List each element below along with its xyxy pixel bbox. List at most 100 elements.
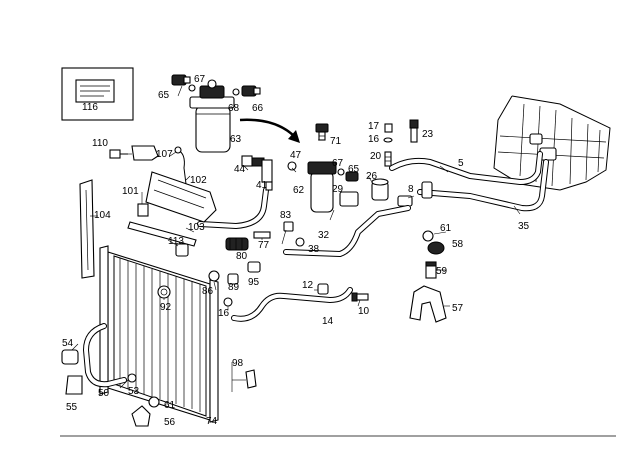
part-61b-clamp — [148, 396, 160, 408]
part-67b-seal — [337, 168, 345, 176]
callout-57: 57 — [452, 303, 464, 314]
part-83-bracket — [283, 221, 294, 232]
callout-62: 62 — [293, 185, 305, 196]
part-107-wire — [174, 146, 187, 185]
callout-23: 23 — [422, 129, 434, 140]
part-26-sleeve — [371, 178, 389, 201]
part-67-seal-ring — [188, 84, 196, 92]
callout-102: 102 — [190, 175, 207, 186]
part-12-clip — [317, 283, 329, 295]
callout-107: 107 — [156, 149, 173, 160]
part-47-oring — [287, 161, 297, 171]
callout-labels: 116 67 65 68 66 63 110 107 102 101 104 1… — [62, 74, 530, 428]
part-77-valve — [253, 231, 271, 239]
callout-56: 56 — [164, 417, 176, 428]
callout-12: 12 — [302, 280, 314, 291]
part-113-clip — [175, 243, 189, 257]
callout-103: 103 — [188, 222, 205, 233]
part-71-valve — [315, 123, 329, 141]
callout-29: 29 — [332, 184, 344, 195]
part-56-bracket — [131, 405, 151, 427]
part-63-receiver-drier — [189, 79, 235, 153]
callout-14: 14 — [322, 316, 334, 327]
part-54-insulator — [61, 349, 79, 365]
callout-67: 67 — [194, 74, 206, 85]
callout-116: 116 — [82, 102, 98, 113]
replacement-arrow — [239, 118, 300, 143]
part-95-plug — [247, 261, 261, 273]
callout-95: 95 — [248, 277, 260, 288]
part-86-oring — [208, 270, 220, 282]
callout-59: 59 — [436, 266, 448, 277]
callout-16b: 16 — [218, 308, 230, 319]
callout-98: 98 — [232, 358, 244, 369]
callout-63: 63 — [230, 134, 242, 145]
callout-110: 110 — [92, 138, 108, 149]
callout-65b: 65 — [348, 164, 360, 175]
compressor-fittings — [529, 133, 557, 161]
callout-61a: 61 — [440, 223, 452, 234]
callout-55: 55 — [66, 402, 78, 413]
callout-77: 77 — [258, 240, 270, 251]
callout-89: 89 — [228, 282, 240, 293]
part-20-valve-core — [384, 151, 392, 167]
part-62-drier — [307, 161, 337, 213]
part-38-oring — [295, 237, 305, 247]
part-89-nut — [227, 273, 239, 285]
callout-8: 8 — [408, 184, 414, 195]
part-61a-clamp — [422, 230, 434, 242]
part-68-seal-ring — [232, 88, 240, 96]
part-17-cap — [384, 123, 393, 133]
callout-53: 53 — [128, 386, 140, 397]
part-74-condenser — [99, 245, 219, 423]
part-5-hose — [389, 151, 543, 185]
part-35-hose — [417, 159, 549, 212]
callout-83: 83 — [280, 210, 292, 221]
part-59-switch — [425, 261, 437, 279]
callout-71: 71 — [330, 136, 342, 147]
part-55-bracket — [65, 375, 83, 395]
part-103-seal-strip — [127, 221, 197, 247]
callout-61b: 61 — [164, 400, 176, 411]
callout-10: 10 — [358, 306, 370, 317]
part-92-drain-plug — [157, 285, 171, 299]
part-bracket-upper — [131, 145, 159, 161]
callout-101: 101 — [122, 186, 139, 197]
pipe-suction-line — [197, 187, 269, 229]
callout-68: 68 — [228, 103, 240, 114]
callout-5: 5 — [458, 158, 464, 169]
part-16a-seal — [383, 137, 393, 143]
callout-113: 113 — [168, 236, 184, 247]
part-102-duct — [145, 171, 217, 223]
callout-86: 86 — [202, 286, 214, 297]
callout-17: 17 — [368, 121, 380, 132]
callout-16a: 16 — [368, 134, 380, 145]
part-65-pressure-switch — [171, 74, 191, 86]
part-101-bracket — [137, 203, 149, 217]
callout-104: 104 — [94, 210, 111, 221]
part-50-hose — [83, 323, 127, 388]
callout-58: 58 — [452, 239, 464, 250]
part-8-connector — [397, 181, 433, 207]
callout-47: 47 — [290, 150, 302, 161]
part-32-pipe — [283, 205, 411, 257]
callout-65: 65 — [158, 90, 170, 101]
callout-35: 35 — [518, 221, 530, 232]
part-104-side-trim — [79, 179, 95, 279]
part-41-connector — [261, 159, 273, 191]
callout-80: 80 — [236, 251, 248, 262]
part-98-seal — [245, 369, 257, 389]
part-65b-switch — [345, 171, 359, 182]
callout-66: 66 — [252, 103, 264, 114]
part-66-pressure-switch — [241, 85, 261, 97]
callout-41: 41 — [256, 180, 268, 191]
part-14-pipe — [231, 287, 353, 322]
callout-44: 44 — [234, 164, 246, 175]
callout-32: 32 — [318, 230, 330, 241]
callout-54: 54 — [62, 338, 74, 349]
callout-38: 38 — [308, 244, 320, 255]
callout-20: 20 — [370, 151, 382, 162]
callout-26: 26 — [366, 171, 378, 182]
callout-67b: 67 — [332, 158, 344, 169]
